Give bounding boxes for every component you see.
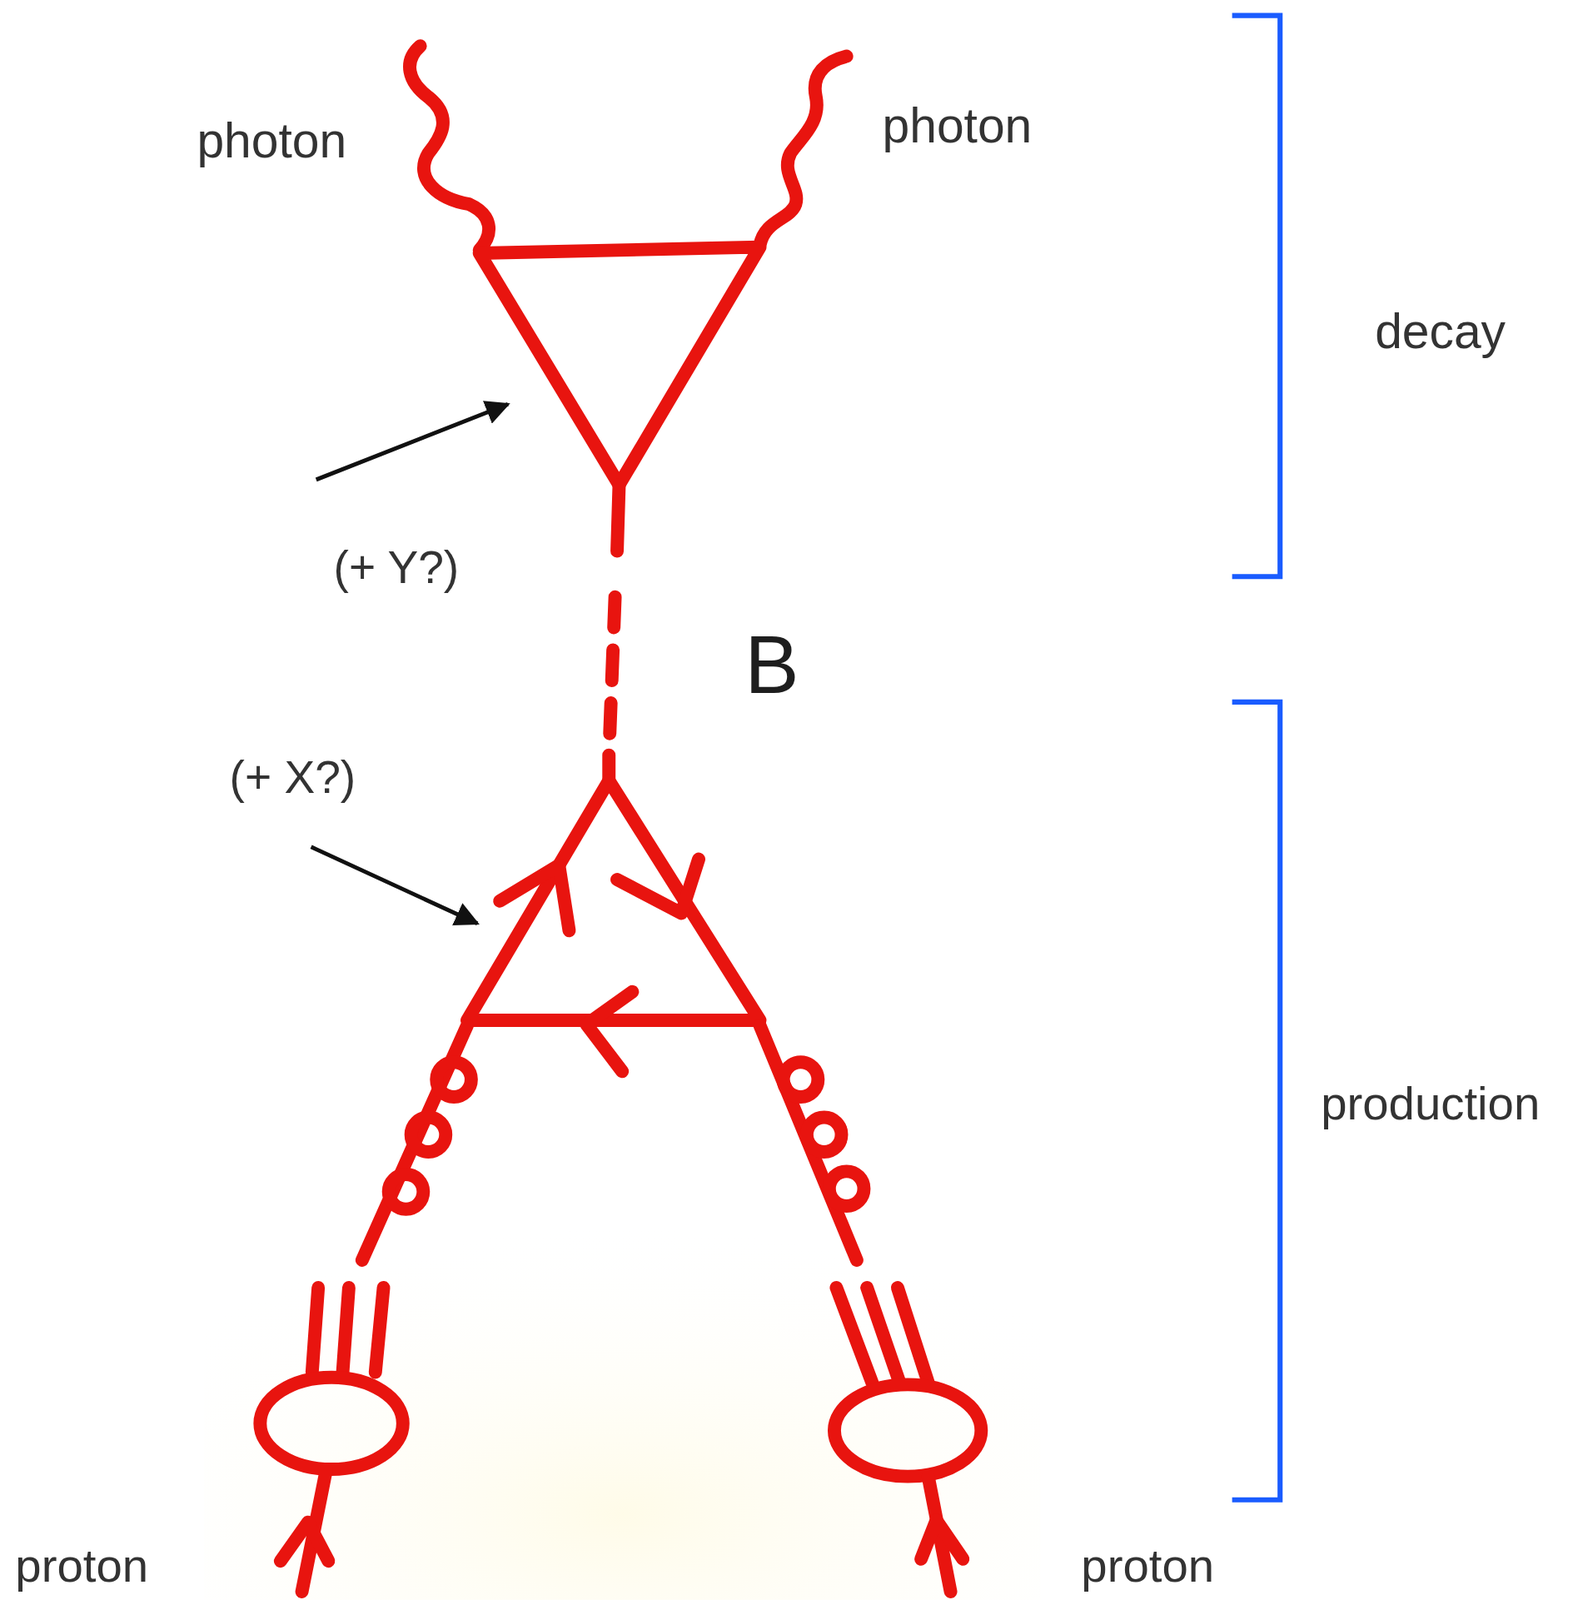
propagator-dashed — [608, 597, 615, 756]
parton-line — [312, 1287, 319, 1373]
parton-line — [375, 1287, 384, 1373]
gluon-loop — [411, 1116, 447, 1152]
bracket — [1232, 701, 1281, 1500]
label-box: photon — [196, 114, 347, 169]
particle-label: photon — [882, 97, 1033, 152]
bracket — [1232, 15, 1281, 578]
photon-line — [760, 56, 847, 246]
proton-blob — [834, 1383, 981, 1476]
pointer-arrow — [316, 403, 508, 480]
label-box: (+ X?) — [229, 751, 357, 803]
particle-label: photon — [196, 113, 347, 168]
gluon-loop — [829, 1170, 865, 1206]
label-box: proton — [1080, 1539, 1215, 1592]
paper-tint — [204, 1173, 1041, 1600]
gluon-loop — [806, 1116, 842, 1152]
particle-label: proton — [14, 1538, 149, 1592]
label-box: decay — [1374, 304, 1506, 359]
production-loop — [467, 780, 761, 1021]
pointer-arrow — [311, 846, 478, 924]
unknown-label: (+ X?) — [229, 751, 357, 803]
parton-line — [897, 1287, 929, 1383]
gluon-loop — [436, 1061, 472, 1097]
parton-line — [343, 1287, 349, 1373]
proton-arrow — [920, 1519, 963, 1559]
fermion-arrow — [499, 865, 569, 931]
photon-line — [409, 45, 489, 250]
gluon-loop — [388, 1174, 424, 1210]
fermion-arrow — [617, 859, 699, 914]
proton-arrow — [280, 1522, 329, 1562]
gluon-line — [760, 1025, 857, 1260]
fermion-arrow — [586, 991, 633, 1072]
parton-line — [866, 1287, 900, 1383]
label-box: (+ Y?) — [333, 542, 460, 593]
label-box: proton — [14, 1539, 149, 1592]
gluon-loop — [783, 1061, 819, 1097]
proton-blob — [259, 1377, 403, 1469]
unknown-label: (+ Y?) — [333, 541, 460, 593]
label-box: B — [744, 620, 799, 711]
decay-loop — [479, 247, 761, 485]
stage-label: decay — [1374, 303, 1506, 359]
stage-label: production — [1320, 1076, 1540, 1130]
label-box: production — [1320, 1077, 1540, 1130]
particle-label: proton — [1080, 1538, 1215, 1592]
boson-label: B — [744, 618, 799, 711]
propagator — [617, 484, 619, 552]
label-box: photon — [882, 98, 1033, 153]
